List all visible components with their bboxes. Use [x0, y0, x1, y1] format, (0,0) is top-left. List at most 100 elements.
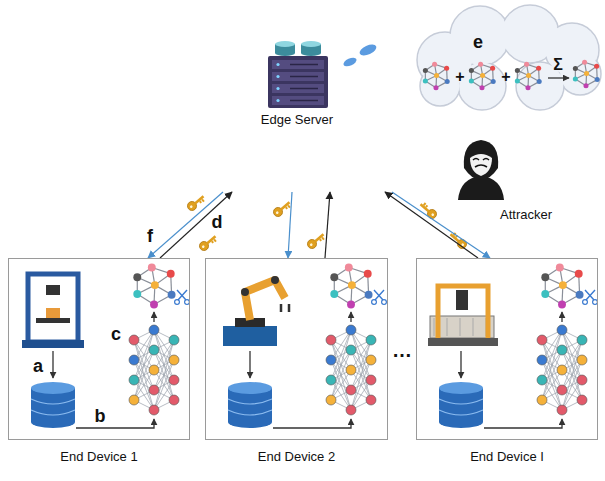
scissors-icon	[372, 290, 387, 304]
net-neuron	[557, 405, 567, 415]
key-icon	[306, 231, 327, 250]
printer-frame	[28, 274, 78, 342]
graph-vertex	[524, 62, 529, 67]
graph-icon	[133, 264, 175, 309]
graph-vertex	[576, 291, 584, 299]
key-hole	[201, 245, 205, 249]
link-arrow	[325, 192, 330, 258]
printed-part	[46, 308, 60, 318]
graph-vertex	[168, 291, 176, 299]
callout-letter: b	[95, 406, 106, 427]
plus-sign: +	[501, 68, 510, 86]
server-body	[268, 56, 328, 108]
net-neuron	[346, 345, 356, 355]
flow-arrow	[273, 419, 351, 428]
net-neuron	[557, 325, 567, 335]
attacker-hood	[464, 140, 498, 180]
link-arrow	[288, 192, 292, 258]
key-tooth	[321, 237, 324, 241]
sum-symbol: Σ	[553, 56, 563, 74]
graph-vertex	[573, 66, 578, 71]
graph-vertex	[364, 270, 372, 278]
net-neuron	[577, 395, 587, 405]
disk-bottom	[301, 50, 321, 56]
ellipsis: …	[392, 339, 412, 362]
database-band	[228, 399, 272, 415]
key-shaft	[194, 195, 204, 204]
net-neuron	[129, 355, 139, 365]
graph-vertex	[330, 273, 338, 281]
cloud	[417, 5, 601, 110]
key-hole	[431, 213, 435, 217]
device-illustration	[223, 276, 376, 428]
robot-arm	[245, 280, 285, 320]
graph-vertex	[559, 281, 567, 289]
callout-letter: e	[473, 32, 483, 53]
cloud-fill	[459, 63, 505, 109]
key-tooth	[423, 202, 426, 206]
net-neuron	[537, 355, 547, 365]
graph-vertex	[575, 270, 583, 278]
attacker-mask	[470, 154, 492, 176]
cnc-gantry	[438, 286, 488, 338]
key-tooth	[213, 239, 216, 243]
scissors-ring	[583, 300, 588, 305]
link-arrow	[148, 192, 223, 258]
net-neuron	[129, 395, 139, 405]
server-slot	[272, 84, 324, 93]
graph-vertex	[150, 301, 158, 309]
graph-vertex	[537, 79, 542, 84]
graph-vertex	[133, 290, 141, 298]
graph-vertex	[423, 79, 428, 84]
net-link	[331, 370, 351, 400]
graph-icon	[469, 62, 496, 91]
net-neuron	[169, 395, 179, 405]
net-neuron	[537, 335, 547, 345]
server-slot	[272, 96, 324, 105]
graph-vertex	[133, 273, 141, 281]
net-neuron	[366, 355, 376, 365]
net-neuron	[366, 335, 376, 345]
graph-vertex	[469, 68, 474, 73]
net-neuron	[557, 385, 567, 395]
cnc-groove	[434, 318, 435, 336]
callout-letter: c	[111, 324, 121, 345]
net-link	[351, 380, 371, 410]
key-tooth	[199, 201, 202, 204]
device-illustration	[22, 274, 179, 428]
graph-icon	[541, 264, 583, 309]
flow-arrow	[350, 312, 351, 322]
graph-vertex	[348, 281, 356, 289]
printer-base	[22, 340, 84, 348]
callout-letter: f	[147, 226, 153, 247]
attacker-mustache	[475, 165, 487, 167]
net-neuron	[149, 325, 159, 335]
graph-vertex	[445, 79, 450, 84]
graph-vertex	[515, 68, 520, 73]
graph-vertex	[434, 73, 439, 78]
database-bottom	[31, 416, 75, 428]
graph-vertex	[444, 66, 449, 71]
disk-top	[275, 41, 295, 47]
flow-arrow	[561, 312, 562, 322]
key-tooth	[285, 207, 288, 210]
net-neuron	[129, 375, 139, 385]
callout-letter: d	[212, 212, 223, 233]
database-top	[31, 382, 75, 394]
link-arrow	[160, 192, 232, 258]
graph-icon	[515, 62, 542, 91]
robot-joint	[241, 288, 249, 296]
server-led	[276, 75, 279, 78]
device-frame	[416, 258, 598, 440]
server-vent	[290, 76, 318, 78]
graph-vertex	[583, 83, 588, 88]
printer-head	[46, 285, 60, 295]
database-bottom	[439, 416, 483, 428]
server-led	[276, 87, 279, 90]
graph-vertex	[558, 301, 566, 309]
net-neuron	[326, 335, 336, 345]
node-label: End Device 1	[60, 449, 137, 464]
net-neuron	[346, 405, 356, 415]
cnc-groove	[447, 318, 448, 336]
